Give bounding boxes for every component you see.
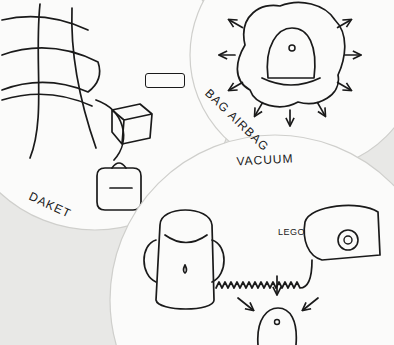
bag-sketch xyxy=(97,163,141,210)
vacuum-sketch xyxy=(144,205,380,345)
cube-sketch xyxy=(112,104,152,144)
disc-title: DAKET xyxy=(27,190,73,220)
label-tag: LEGO xyxy=(145,73,185,88)
airbag-sketch xyxy=(220,2,360,125)
paper-disc: VACUUM xyxy=(110,135,394,345)
paper-disc xyxy=(110,135,394,345)
disc-title: VACUUM xyxy=(236,153,294,168)
paper-disc: DAKET LEGO xyxy=(0,0,235,230)
disc-title: BAG AIRBAG xyxy=(203,87,271,154)
tag-text: LEGO xyxy=(278,227,305,236)
basket-sketch xyxy=(2,4,124,160)
paper-disc: BAG AIRBAG xyxy=(190,0,394,170)
